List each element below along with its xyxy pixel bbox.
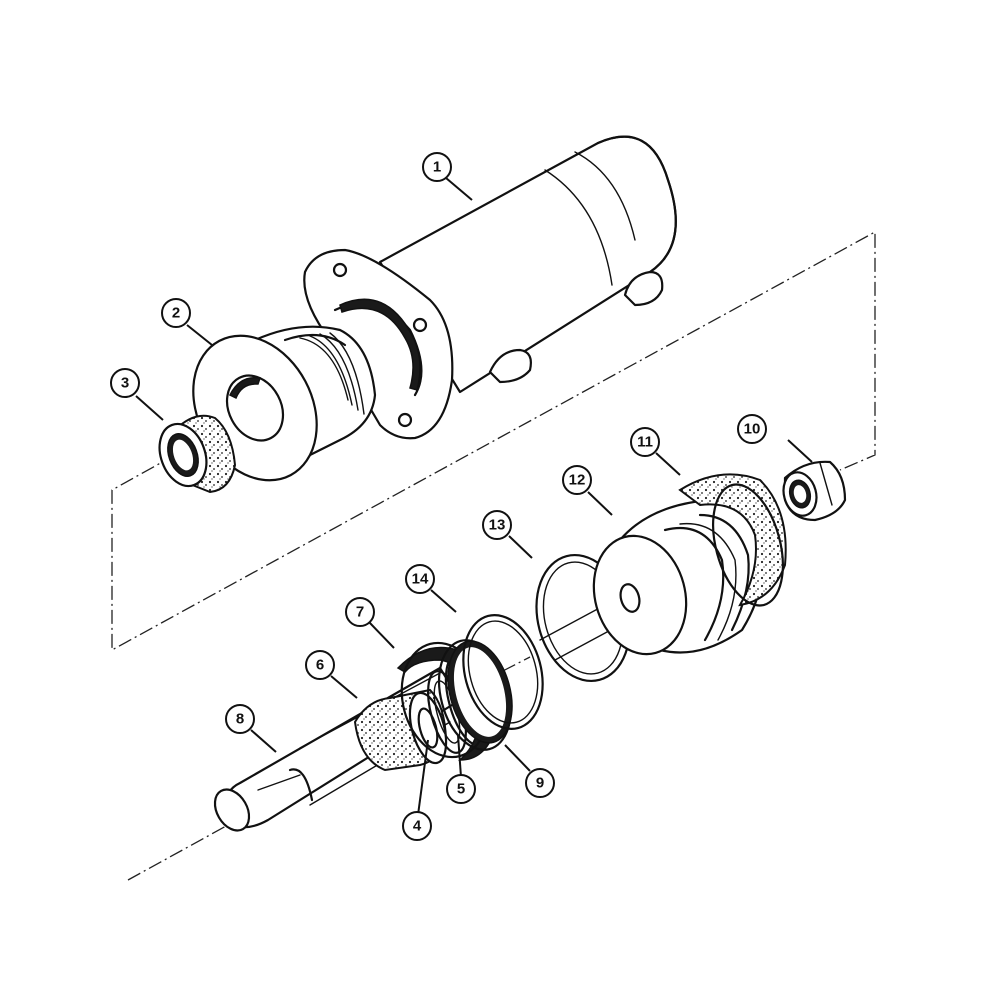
- piston-o-ring: [462, 614, 544, 730]
- callout-label: 13: [489, 517, 506, 534]
- callout-5: 5: [446, 774, 476, 804]
- callout-11: 11: [630, 427, 660, 457]
- callout-3: 3: [110, 368, 140, 398]
- callout-label: 14: [412, 571, 429, 588]
- callout-label: 7: [356, 604, 364, 621]
- callout-2: 2: [161, 298, 191, 328]
- piston: [592, 498, 764, 656]
- callout-1: 1: [422, 152, 452, 182]
- callout-label: 3: [121, 375, 129, 392]
- callout-label: 9: [536, 775, 544, 792]
- lock-nut: [782, 460, 847, 522]
- callout-label: 6: [316, 657, 324, 674]
- piston-seal: [678, 473, 787, 607]
- callout-4: 4: [402, 811, 432, 841]
- callout-6: 6: [305, 650, 335, 680]
- cylinder-barrel: [303, 135, 677, 440]
- callout-label: 4: [413, 818, 422, 835]
- callout-label: 8: [236, 711, 244, 728]
- callout-10: 10: [737, 414, 767, 444]
- callout-label: 10: [744, 421, 761, 438]
- callout-9: 9: [525, 768, 555, 798]
- wiper-seal: [158, 414, 237, 494]
- callout-label: 11: [637, 434, 653, 451]
- callout-label: 12: [569, 472, 586, 489]
- callout-8: 8: [225, 704, 255, 734]
- rod-bushing: [353, 688, 448, 772]
- callout-label: 2: [172, 305, 180, 322]
- leader-lines: [135, 177, 813, 816]
- callout-label: 5: [457, 781, 465, 798]
- callout-12: 12: [562, 465, 592, 495]
- callout-7: 7: [345, 597, 375, 627]
- callout-13: 13: [482, 510, 512, 540]
- callout-label: 1: [433, 159, 441, 176]
- callout-14: 14: [405, 564, 435, 594]
